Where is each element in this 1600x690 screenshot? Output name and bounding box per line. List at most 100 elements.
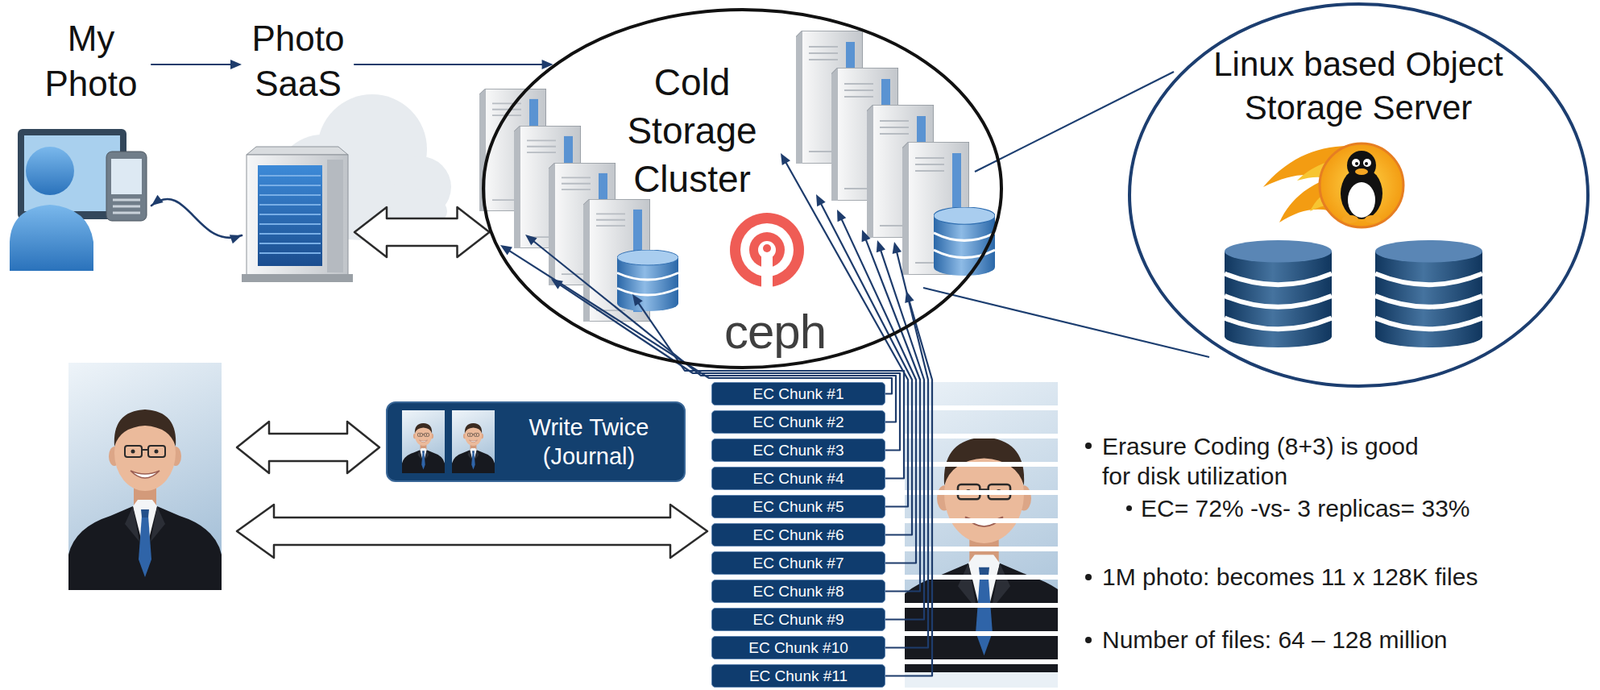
ec-chunk-box: EC Chunk #8 [711, 579, 886, 603]
storage-server-circle: Linux based Object Storage Server [1127, 2, 1590, 388]
connector [885, 241, 929, 648]
connector-line [354, 63, 544, 66]
penguin-belly [1347, 182, 1376, 218]
bullet-dot [1126, 505, 1132, 511]
saas-group: Photo SaaS [241, 16, 355, 282]
penguin-eye [1351, 158, 1360, 167]
person-head [25, 146, 75, 195]
node-text: EC Chunk #3 [752, 441, 844, 460]
hollow-double-arrow [236, 421, 380, 473]
server-base [241, 273, 353, 282]
node-text: EC Chunk #5 [752, 497, 844, 516]
label-holder: 1M photo: becomes 11 x 128K files [1102, 561, 1478, 592]
server-side [327, 159, 344, 273]
disk-stack [1375, 240, 1483, 348]
journal-photos [402, 409, 498, 474]
connector-line [885, 251, 929, 648]
arrow-head [525, 234, 538, 245]
logo-disc [1319, 143, 1404, 228]
ec-chunk-box: EC Chunk #2 [711, 410, 886, 434]
connector [354, 207, 490, 257]
penguin-foot [1342, 215, 1359, 224]
ec-chunk-box: EC Chunk #1 [711, 381, 886, 406]
person-body [9, 204, 94, 271]
node-text: EC Chunk #8 [752, 582, 844, 601]
bullet-dot [1085, 573, 1092, 581]
journal-photo [451, 410, 495, 473]
node-text: EC Chunk #2 [752, 413, 844, 432]
penguin-foot [1364, 215, 1381, 224]
connector-line [880, 248, 925, 619]
phone [106, 151, 147, 221]
connector [151, 59, 242, 70]
node-text: Write Twice (Journal) [504, 412, 674, 471]
laptop-screen [24, 135, 121, 212]
server-towers [479, 30, 995, 322]
arrow-head [780, 153, 791, 166]
node-text: Cold Storage Cluster [619, 58, 765, 204]
penguin-pupil [1355, 161, 1359, 166]
connector [885, 290, 933, 676]
node-text: EC Chunk #6 [752, 526, 844, 544]
arrow-head [892, 241, 902, 254]
penguin-beak [1355, 168, 1368, 175]
connector [354, 59, 554, 70]
hollow-double-arrow [354, 207, 490, 257]
journal-box: Write Twice (Journal) [385, 401, 686, 482]
portrait-photo [68, 362, 222, 590]
client-group: My Photo [30, 16, 152, 274]
photo-slices [884, 376, 1084, 690]
journal-photo [402, 410, 445, 473]
ec-chunk-box: EC Chunk #3 [711, 438, 886, 462]
connector-curve [151, 198, 242, 238]
bullet-dot [1085, 442, 1092, 449]
arrow-head [816, 194, 826, 207]
node-text: My Photo [30, 16, 152, 107]
connector-line [508, 249, 892, 394]
node-text: EC Chunk #7 [752, 554, 844, 573]
ec-chunk-box: EC Chunk #5 [711, 494, 886, 519]
ec-chunk-box: EC Chunk #7 [711, 551, 886, 575]
bullet-text: Number of files: 64 – 128 million [1102, 624, 1448, 655]
linux-logo [1263, 143, 1404, 228]
arrow-head [551, 278, 564, 290]
node-text: EC Chunk #4 [752, 469, 844, 488]
database-icon [933, 207, 995, 276]
phone-screen [111, 158, 142, 195]
arrow-head [837, 209, 846, 222]
server-top [246, 146, 349, 155]
ec-chunk-box: EC Chunk #10 [711, 635, 886, 660]
logo-gap [761, 251, 773, 289]
ceph-wordmark: ceph [724, 307, 826, 357]
server-panel [257, 165, 323, 266]
penguin-eye [1363, 158, 1372, 167]
label-holder: Erasure Coding (8+3) is good for disk ut… [1102, 431, 1441, 491]
arrow-head [862, 229, 871, 242]
connector [151, 194, 242, 245]
penguin-head [1347, 150, 1377, 180]
node-text: EC Chunk #1 [752, 385, 844, 403]
sliced-portrait [884, 376, 1084, 672]
label-holder: Number of files: 64 – 128 million [1102, 624, 1448, 655]
connector-line [151, 63, 233, 66]
zoom-lines [923, 71, 1210, 357]
logo-dot [762, 244, 771, 253]
arrow-head [876, 240, 886, 253]
arrow-head [151, 194, 164, 206]
node-text: EC Chunk #11 [749, 667, 848, 685]
node-text: EC Chunk #9 [752, 610, 844, 629]
disk-stack [1224, 240, 1332, 348]
server-icon [241, 146, 353, 282]
connector-line [885, 300, 933, 676]
hollow-double-arrow [236, 504, 708, 558]
bullet-dot [1085, 636, 1092, 643]
ec-chunk-box: EC Chunk #9 [711, 607, 886, 631]
outline-ellipse [483, 9, 1002, 368]
database-icon [617, 249, 679, 311]
ec-chunk-box: EC Chunk #6 [711, 522, 886, 547]
outline-ellipse [1129, 4, 1588, 386]
sub-bullet-text: EC= 72% -vs- 3 replicas= 33% [1140, 493, 1471, 523]
node-text: Photo SaaS [241, 16, 355, 107]
arrow-head [632, 294, 643, 307]
user-icon [9, 128, 147, 271]
